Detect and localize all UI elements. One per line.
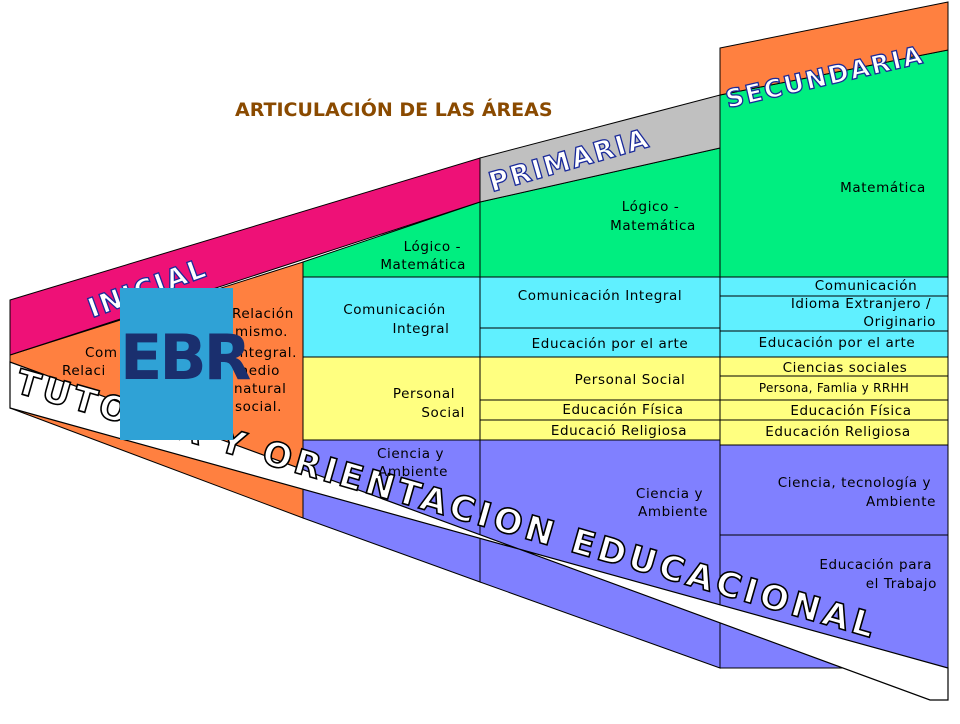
primaria-cell-label: Lógico - Matemática: [610, 199, 696, 234]
cell-dividers: [480, 295, 948, 536]
tutoria-band: [9, 361, 949, 701]
inicial-areas-text: Relación mismo. Com Integral. Relaci med…: [62, 306, 297, 415]
inicial-fragment: mismo.: [235, 324, 288, 340]
primaria-band: [479, 94, 721, 203]
secundaria-cell-label: Educación por el arte: [759, 335, 916, 351]
secundaria-cell-label: Educación Religiosa: [765, 424, 911, 440]
inicial-fragment: Integral.: [235, 345, 297, 361]
primaria-cell-label: Ciencia y Ambiente: [636, 486, 708, 520]
diagram-title: ARTICULACIÓN DE LAS ÁREAS: [235, 97, 553, 121]
ebr-badge-label: EBR: [120, 321, 251, 394]
cicloii-cell-label: Personal Social: [393, 386, 465, 421]
inicial-fragment: Relación: [232, 306, 294, 322]
secundaria-cell-label: Persona, Famlia y RRHH: [759, 381, 909, 395]
secundaria-cell-label: Educación Física: [790, 403, 911, 419]
secundaria-band: [719, 1, 949, 96]
secundaria-cell-label: Ciencias sociales: [783, 360, 908, 376]
cicloii-cell-label: Comunicación Integral: [343, 302, 451, 337]
cicloii-labels: Lógico - Matemática Comunicación Integra…: [343, 239, 466, 480]
inicial-fragment: Relaci: [62, 363, 106, 379]
cicloii-cell-label: Lógico - Matemática: [380, 239, 466, 273]
inicial-fragment: Com: [85, 345, 118, 361]
secundaria-labels: Matemática Comunicación Idioma Extranjer…: [759, 180, 937, 592]
secundaria-cell-label: Ciencia, tecnología y Ambiente: [778, 475, 936, 510]
inicial-fragment: social.: [235, 399, 282, 415]
primaria-cell-label: Personal Social: [575, 372, 686, 388]
cicloii-cell-label: Ciencia y Ambiente: [377, 446, 449, 480]
secundaria-cell-label: Matemática: [840, 180, 926, 196]
inicial-fragment: medio: [235, 363, 280, 379]
primaria-cell-label: Educación por el arte: [532, 336, 689, 352]
primaria-cell-label: Educación Física: [562, 402, 683, 418]
primaria-labels: Lógico - Matemática Comunicación Integra…: [518, 199, 708, 520]
primaria-cell-label: Comunicación Integral: [518, 288, 683, 304]
ebr-badge-box: [120, 288, 233, 440]
secundaria-cell-label: Idioma Extranjero / Originario: [791, 296, 936, 330]
primaria-cell-label: Educació Religiosa: [551, 423, 687, 439]
secundaria-cell-label: Educación para el Trabajo: [819, 557, 937, 592]
secundaria-cell-label: Comunicación: [815, 278, 918, 294]
inicial-fragment: natural: [234, 381, 286, 397]
